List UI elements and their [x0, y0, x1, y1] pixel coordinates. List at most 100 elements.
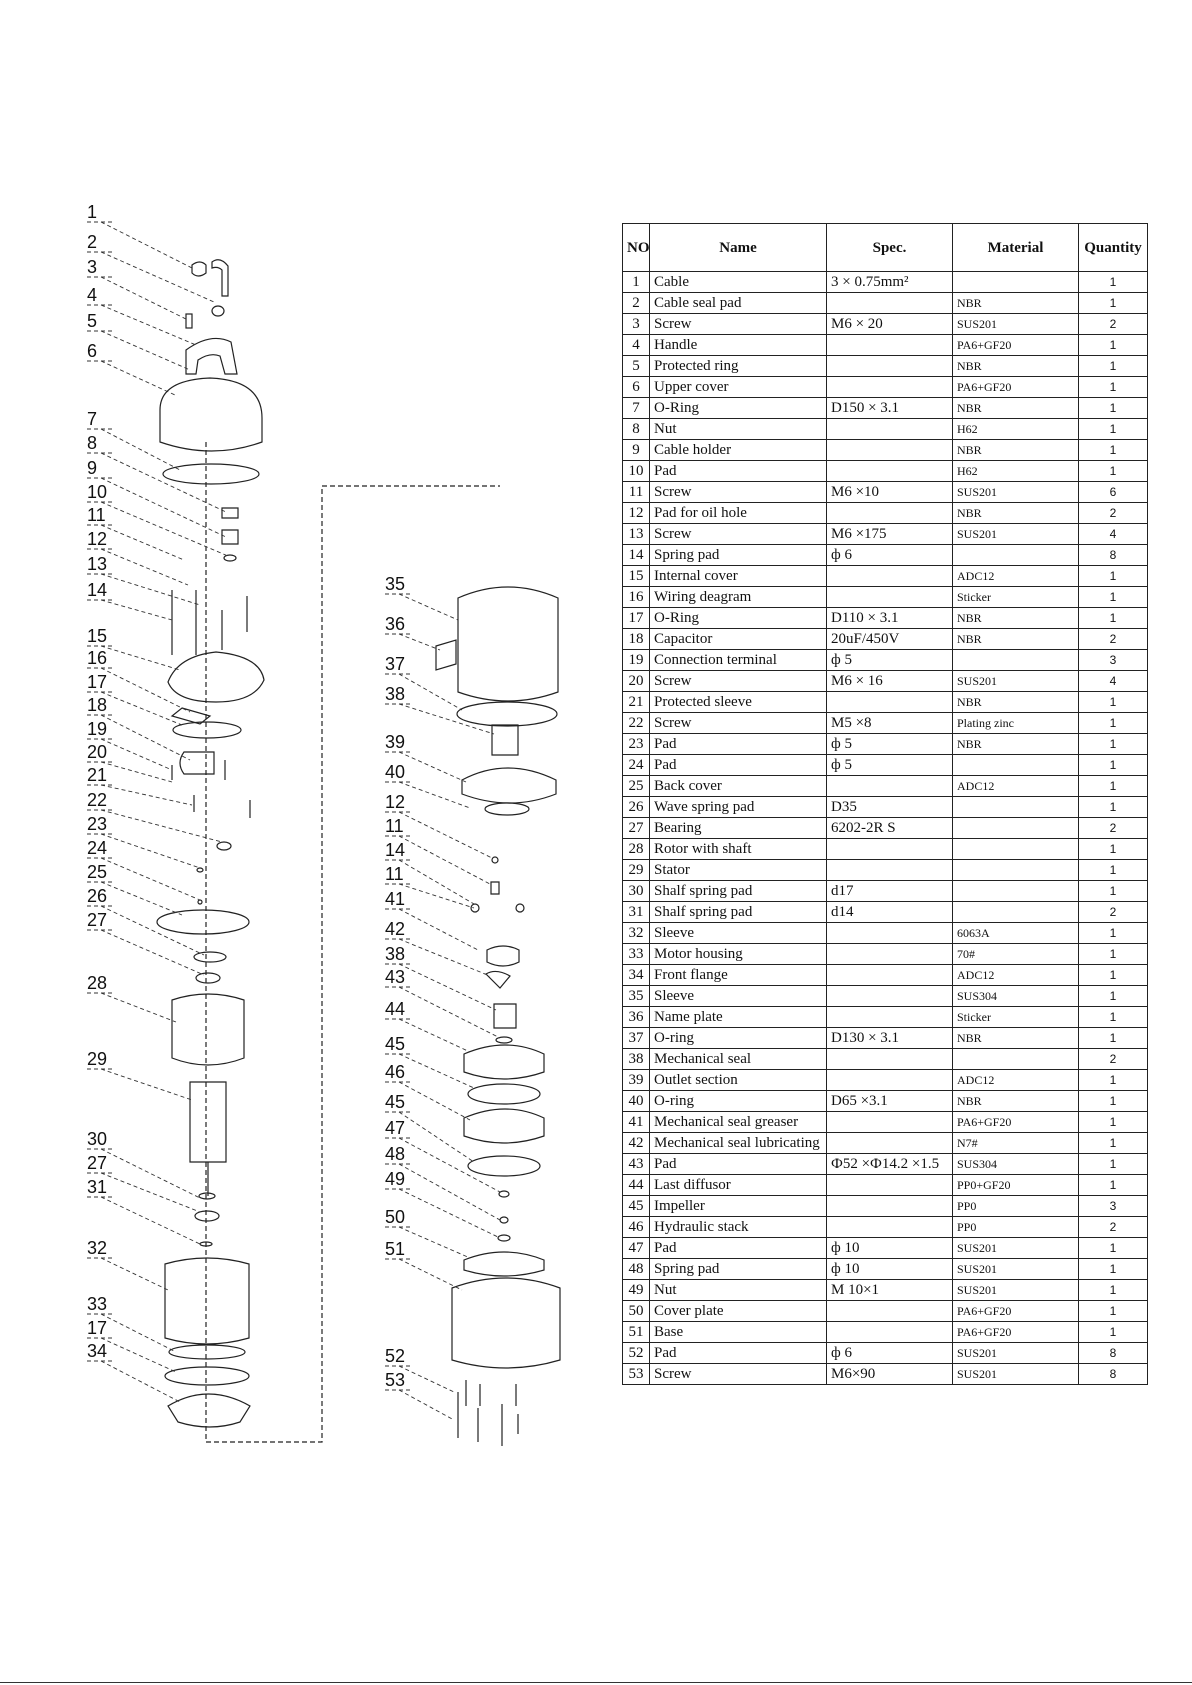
cell-quantity: 1	[1078, 460, 1148, 482]
cell-spec	[826, 775, 953, 797]
cell-spec: D150 × 3.1	[826, 397, 953, 419]
callout-label: 41	[385, 889, 405, 909]
leader-line	[100, 714, 191, 761]
cell-name: Front flange	[649, 964, 827, 986]
cell-quantity: 3	[1078, 1195, 1148, 1217]
cell-quantity: 1	[1078, 1069, 1148, 1091]
callout-label: 47	[385, 1118, 405, 1138]
cell-quantity: 6	[1078, 481, 1148, 503]
cell-no: 1	[622, 271, 650, 293]
cell-spec: M6 ×175	[826, 523, 953, 545]
cell-no: 31	[622, 901, 650, 923]
cell-name: Handle	[649, 334, 827, 356]
cell-spec	[826, 439, 953, 461]
leader-line	[100, 221, 193, 269]
cell-name: Shalf spring pad	[649, 901, 827, 923]
cell-name: Nut	[649, 418, 827, 440]
cell-name: Back cover	[649, 775, 827, 797]
cell-no: 47	[622, 1237, 650, 1259]
cell-spec: ф 10	[826, 1237, 953, 1259]
cell-no: 51	[622, 1321, 650, 1343]
cell-material: PP0	[952, 1195, 1079, 1217]
leader-line	[100, 524, 185, 561]
table-header-row: NO Name Spec. Material Quantity	[622, 223, 1148, 272]
cell-quantity: 1	[1078, 1132, 1148, 1154]
cell-no: 29	[622, 859, 650, 881]
cell-material: NBR	[952, 1090, 1079, 1112]
cell-material: SUS304	[952, 1153, 1079, 1175]
cell-name: Hydraulic stack	[649, 1216, 827, 1238]
cell-name: Mechanical seal greaser	[649, 1111, 827, 1133]
cell-spec: M6 ×10	[826, 481, 953, 503]
cell-material: NBR	[952, 691, 1079, 713]
cell-material: NBR	[952, 439, 1079, 461]
leader-line	[100, 428, 181, 471]
cell-material: ADC12	[952, 775, 1079, 797]
cell-quantity: 1	[1078, 355, 1148, 377]
cell-no: 10	[622, 460, 650, 482]
cell-no: 41	[622, 1111, 650, 1133]
leader-line	[100, 1257, 169, 1291]
cell-name: Motor housing	[649, 943, 827, 965]
cell-quantity: 1	[1078, 439, 1148, 461]
cell-name: Sleeve	[649, 985, 827, 1007]
cell-spec: M 10×1	[826, 1279, 953, 1301]
cell-name: Impeller	[649, 1195, 827, 1217]
callout-label: 46	[385, 1062, 405, 1082]
leader-line	[398, 1111, 475, 1163]
leader-line	[100, 1148, 201, 1199]
cell-quantity: 8	[1078, 1342, 1148, 1364]
cell-name: Bearing	[649, 817, 827, 839]
cell-no: 13	[622, 523, 650, 545]
cell-no: 15	[622, 565, 650, 587]
cell-material	[952, 901, 1079, 923]
leader-line	[100, 304, 197, 346]
leader-line	[100, 1313, 177, 1353]
leader-line	[100, 645, 181, 671]
cell-material	[952, 754, 1079, 776]
cell-material	[952, 544, 1079, 566]
page-bottom-rule	[0, 1682, 1192, 1683]
cell-name: Screw	[649, 1363, 827, 1385]
cell-quantity: 1	[1078, 565, 1148, 587]
cell-material: NBR	[952, 355, 1079, 377]
header-material: Material	[952, 223, 1079, 272]
cell-quantity: 1	[1078, 859, 1148, 881]
cell-material: PP0+GF20	[952, 1174, 1079, 1196]
cell-no: 21	[622, 691, 650, 713]
cell-no: 53	[622, 1363, 650, 1385]
cell-name: Cable seal pad	[649, 292, 827, 314]
cell-quantity: 1	[1078, 985, 1148, 1007]
leader-line	[100, 992, 177, 1023]
cell-name: Cable holder	[649, 439, 827, 461]
leader-line	[398, 859, 475, 905]
cell-quantity: 1	[1078, 271, 1148, 293]
leader-line	[100, 276, 189, 321]
leader-line	[398, 593, 459, 621]
cell-spec: Ф52 ×Ф14.2 ×1.5	[826, 1153, 953, 1175]
cell-name: Internal cover	[649, 565, 827, 587]
cell-material	[952, 838, 1079, 860]
cell-material: SUS201	[952, 523, 1079, 545]
cell-material: NBR	[952, 1027, 1079, 1049]
callout-label: 11	[87, 505, 106, 525]
leader-line	[100, 857, 201, 901]
cell-name: Spring pad	[649, 544, 827, 566]
cell-material: NBR	[952, 292, 1079, 314]
callout-label: 10	[87, 482, 107, 502]
cell-spec	[826, 922, 953, 944]
